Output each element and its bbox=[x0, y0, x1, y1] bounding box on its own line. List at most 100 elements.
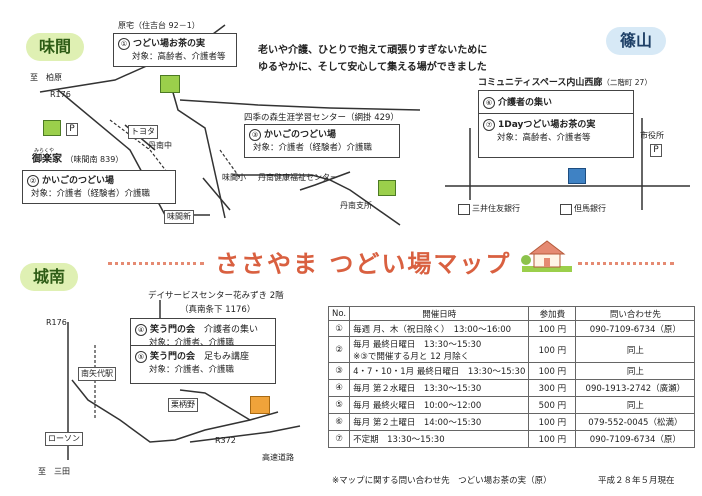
header-no: No. bbox=[327, 306, 351, 321]
location-6-7-building-icon bbox=[568, 168, 586, 184]
intro-message-line2: ゆるやかに、そして安心して集える場ができました bbox=[258, 62, 487, 73]
table-row: ② 毎月 最終日曜日 13:30～15:30 ※③で開催する月と 12 月除く … bbox=[327, 336, 696, 363]
location-2-header: みらくや 御楽家 （味間南 839） bbox=[32, 148, 124, 165]
label-lawson: ローソン bbox=[45, 432, 83, 446]
location-2-target: 対象：介護者（経験者）介護職 bbox=[31, 188, 151, 199]
row-2-fee: 100 円 bbox=[528, 336, 577, 363]
row-6-no: ⑥ bbox=[327, 413, 351, 431]
label-mitsui-bank: 三井住友銀行 bbox=[472, 204, 520, 213]
label-tannan-chu: 丹南中 bbox=[148, 141, 172, 150]
row-7-no: ⑦ bbox=[327, 430, 351, 448]
label-ajimashin: 味間新 bbox=[164, 210, 194, 224]
label-tajima-bank: 但馬銀行 bbox=[574, 204, 606, 213]
row-7-contact: 090-7109-6734（原） bbox=[575, 430, 696, 448]
row-2-when-note: ※③で開催する月と 12 月除く bbox=[353, 351, 470, 362]
table-row: ③ 4・7・10・1月 最終日曜日 13:30～15:30 100 円 同上 bbox=[327, 362, 696, 380]
location-6-name: 介護者の集い bbox=[498, 98, 553, 108]
location-5-subtitle: 足もみ講座 bbox=[204, 352, 250, 362]
label-to-sanda: 至 三田 bbox=[38, 467, 70, 476]
parking-icon-sasayama: P bbox=[650, 144, 662, 157]
location-7-target: 対象：高齢者、介護者等 bbox=[497, 132, 591, 143]
label-r176-ajima: R176 bbox=[50, 90, 71, 99]
row-2-contact: 同上 bbox=[575, 336, 696, 363]
schedule-table: No. 開催日時 参加費 問い合わせ先 ① 毎週 月、木（祝日除く） 13:00… bbox=[327, 306, 696, 448]
row-7-when: 不定期 13:30～15:30 bbox=[349, 430, 530, 448]
row-4-no: ④ bbox=[327, 379, 351, 397]
label-r176-jonan: R176 bbox=[46, 318, 67, 327]
header-datetime: 開催日時 bbox=[349, 306, 530, 321]
location-5-name: 笑う門の会 bbox=[150, 352, 196, 362]
label-ajima-sho: 味間小 bbox=[222, 173, 246, 182]
location-3-target: 対象：介護者（経験者）介護職 bbox=[253, 142, 373, 153]
row-6-fee: 100 円 bbox=[528, 413, 577, 431]
row-4-fee: 300 円 bbox=[528, 379, 577, 397]
location-4-target: 対象：介護者、介護職 bbox=[149, 337, 235, 348]
row-7-fee: 100 円 bbox=[528, 430, 577, 448]
title-dots-left bbox=[108, 262, 204, 265]
location-6-header-name: コミュニティスペース内山西廊 bbox=[478, 78, 603, 88]
row-5-no: ⑤ bbox=[327, 396, 351, 414]
table-row: ④ 毎月 第２水曜日 13:30～15:30 300 円 090-1913-27… bbox=[327, 379, 696, 397]
location-1-address: 原宅（住吉台 92－1） bbox=[118, 21, 200, 30]
footer-date: 平成２８年５月現在 bbox=[598, 476, 675, 486]
row-1-when: 毎週 月、木（祝日除く） 13:00～16:00 bbox=[349, 320, 530, 337]
location-6-number: ⑥ bbox=[483, 96, 495, 109]
location-2-number: ② bbox=[27, 174, 39, 187]
location-1-building-icon bbox=[160, 75, 180, 93]
location-4-5-building-icon bbox=[250, 396, 270, 414]
house-icon bbox=[521, 240, 572, 272]
location-2-ruby: みらくや bbox=[34, 148, 55, 154]
label-city-hall: 市役所 bbox=[640, 131, 664, 140]
table-row: ⑦ 不定期 13:30～15:30 100 円 090-7109-6734（原） bbox=[327, 430, 696, 448]
row-3-contact: 同上 bbox=[575, 362, 696, 380]
location-3-building-icon bbox=[378, 180, 396, 196]
table-row: ① 毎週 月、木（祝日除く） 13:00～16:00 100 円 090-710… bbox=[327, 320, 696, 337]
location-2-address: （味間南 839） bbox=[65, 155, 124, 164]
location-3-number: ③ bbox=[249, 128, 261, 141]
table-row: ⑤ 毎月 最終火曜日 10:00～12:00 500 円 同上 bbox=[327, 396, 696, 414]
label-minamiyashiro-station: 南矢代駅 bbox=[78, 367, 116, 381]
label-r372: R372 bbox=[215, 436, 236, 445]
location-7-name: 1Dayつどい場お茶の実 bbox=[498, 120, 596, 130]
intro-message-line1: 老いや介護、ひとりで抱えて頑張りすぎないために bbox=[258, 45, 488, 56]
header-fee: 参加費 bbox=[528, 306, 577, 321]
label-tannan-branch: 丹南支所 bbox=[340, 201, 372, 210]
location-4-5-address-line1: デイサービスセンター花みずき 2階 bbox=[148, 291, 284, 301]
label-kuribono: 栗柄野 bbox=[168, 398, 198, 412]
header-contact: 問い合わせ先 bbox=[575, 306, 696, 321]
footer-contact-note: ※マップに関する問い合わせ先 つどい場お茶の実（原） bbox=[332, 476, 552, 486]
location-2-name: かいごのつどい場 bbox=[42, 176, 115, 186]
location-4-subtitle: 介護者の集い bbox=[204, 325, 259, 335]
schedule-header-row: No. 開催日時 参加費 問い合わせ先 bbox=[327, 306, 696, 321]
location-3-address: 四季の森生涯学習センター（網掛 429） bbox=[244, 113, 399, 123]
row-5-when: 毎月 最終火曜日 10:00～12:00 bbox=[349, 396, 530, 414]
location-7-number: ⑦ bbox=[483, 118, 495, 131]
label-tannan-health: 丹南健康福祉センター bbox=[258, 173, 338, 182]
row-4-contact: 090-1913-2742（廣瀬） bbox=[575, 379, 696, 397]
label-toyota: トヨタ bbox=[128, 125, 158, 139]
row-1-contact: 090-7109-6734（原） bbox=[575, 320, 696, 337]
table-row: ⑥ 毎月 第２土曜日 14:00～15:30 100 円 079-552-004… bbox=[327, 413, 696, 431]
location-5-target: 対象：介護者、介護職 bbox=[149, 364, 235, 375]
row-1-fee: 100 円 bbox=[528, 320, 577, 337]
location-4-name: 笑う門の会 bbox=[150, 325, 196, 335]
area-label-ajima: 味間 bbox=[26, 33, 84, 61]
row-3-no: ③ bbox=[327, 362, 351, 380]
row-2-when-cell: 毎月 最終日曜日 13:30～15:30 ※③で開催する月と 12 月除く bbox=[349, 336, 530, 363]
parking-icon-ajima: P bbox=[66, 123, 78, 136]
location-2-building-icon bbox=[43, 120, 61, 136]
location-5-number: ⑤ bbox=[135, 350, 147, 363]
row-5-contact: 同上 bbox=[575, 396, 696, 414]
row-5-fee: 500 円 bbox=[528, 396, 577, 414]
location-1-name: つどい場お茶の実 bbox=[133, 39, 206, 49]
location-1-target: 対象：高齢者、介護者等 bbox=[132, 51, 226, 62]
row-1-no: ① bbox=[327, 320, 351, 337]
row-2-no: ② bbox=[327, 336, 351, 363]
location-2-header-name: 御楽家 bbox=[32, 154, 62, 165]
location-6-address: （二階町 27） bbox=[602, 78, 652, 87]
row-3-fee: 100 円 bbox=[528, 362, 577, 380]
